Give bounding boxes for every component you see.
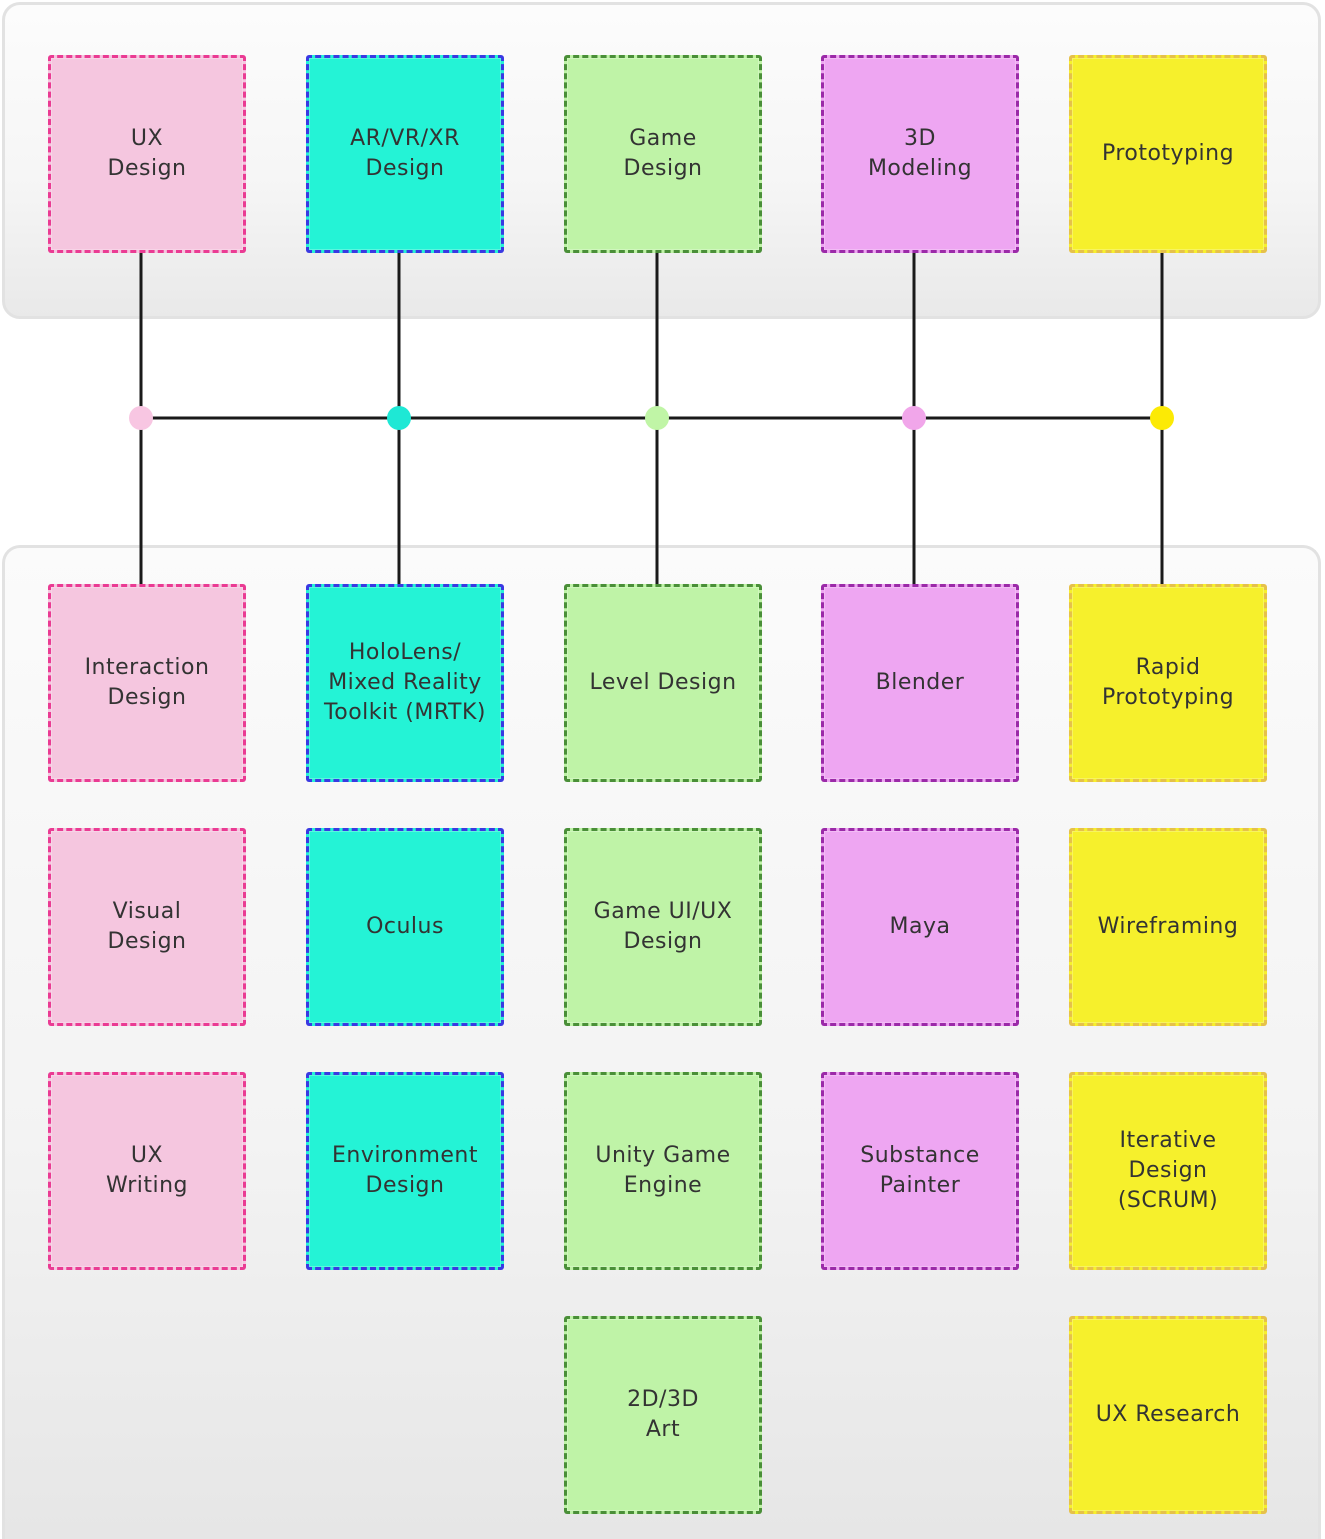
skill-game-4: 2D/3D Art: [564, 1316, 762, 1514]
skill-modeling-3: Substance Painter: [821, 1072, 1019, 1270]
junction-dot-modeling: [902, 406, 926, 430]
skill-arvr-3: Environment Design: [306, 1072, 504, 1270]
skill-proto-3: Iterative Design (SCRUM): [1069, 1072, 1267, 1270]
skill-ux-1: Interaction Design: [48, 584, 246, 782]
category-modeling: 3D Modeling: [821, 55, 1019, 253]
category-game: Game Design: [564, 55, 762, 253]
category-proto: Prototyping: [1069, 55, 1267, 253]
skill-proto-4: UX Research: [1069, 1316, 1267, 1514]
skill-game-3: Unity Game Engine: [564, 1072, 762, 1270]
category-arvr: AR/VR/XR Design: [306, 55, 504, 253]
junction-dot-arvr: [387, 406, 411, 430]
skill-game-2: Game UI/UX Design: [564, 828, 762, 1026]
skill-arvr-1: HoloLens/ Mixed Reality Toolkit (MRTK): [306, 584, 504, 782]
junction-dot-proto: [1150, 406, 1174, 430]
junction-dot-ux: [129, 406, 153, 430]
skill-game-1: Level Design: [564, 584, 762, 782]
skill-modeling-1: Blender: [821, 584, 1019, 782]
skill-ux-2: Visual Design: [48, 828, 246, 1026]
junction-dot-game: [645, 406, 669, 430]
skill-proto-1: Rapid Prototyping: [1069, 584, 1267, 782]
skill-proto-2: Wireframing: [1069, 828, 1267, 1026]
skill-ux-3: UX Writing: [48, 1072, 246, 1270]
skill-modeling-2: Maya: [821, 828, 1019, 1026]
skill-arvr-2: Oculus: [306, 828, 504, 1026]
category-ux: UX Design: [48, 55, 246, 253]
